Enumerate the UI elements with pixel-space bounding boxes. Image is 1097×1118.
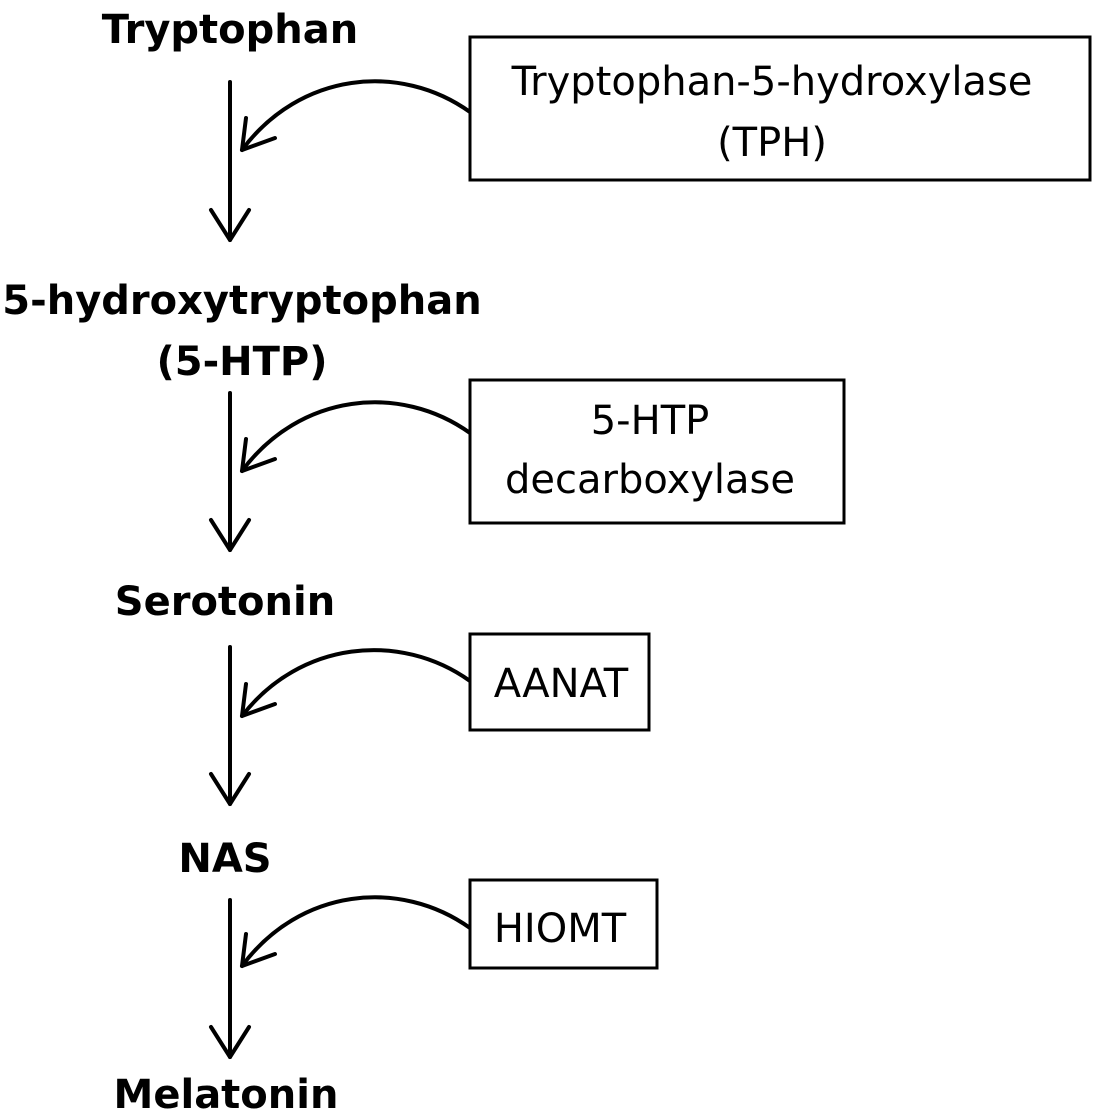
enzyme-decarboxylase-line2: decarboxylase — [505, 457, 795, 503]
enzyme-arrow-tph — [240, 79, 472, 152]
enzyme-tph-abbrev: (TPH) — [717, 120, 827, 166]
enzyme-decarboxylase-line1: 5-HTP — [591, 398, 710, 444]
compound-melatonin: Melatonin — [114, 1072, 339, 1118]
enzyme-aanat: AANAT — [494, 661, 629, 707]
reaction-arrow-2 — [209, 391, 251, 552]
reaction-arrow-3 — [209, 645, 251, 806]
enzyme-arrow-decarboxylase — [240, 400, 472, 473]
enzyme-box-hiomt: HIOMT — [468, 878, 659, 970]
enzyme-tph-name: Tryptophan-5-hydroxylase — [511, 59, 1033, 105]
reaction-arrow-1 — [209, 80, 251, 242]
compound-nas: NAS — [178, 836, 271, 882]
compound-serotonin: Serotonin — [115, 579, 335, 625]
compound-5-hydroxytryptophan: 5-hydroxytryptophan — [2, 278, 481, 324]
reaction-arrow-4 — [209, 898, 251, 1059]
enzyme-hiomt: HIOMT — [494, 906, 627, 952]
compound-tryptophan: Tryptophan — [102, 7, 359, 53]
enzyme-box-decarboxylase: 5-HTP decarboxylase — [468, 378, 846, 525]
enzyme-arrow-aanat — [240, 648, 472, 718]
compound-5-htp-abbrev: (5-HTP) — [156, 339, 327, 385]
enzyme-arrow-hiomt — [240, 895, 472, 968]
enzyme-box-tph: Tryptophan-5-hydroxylase (TPH) — [468, 35, 1092, 182]
enzyme-box-aanat: AANAT — [468, 632, 651, 732]
